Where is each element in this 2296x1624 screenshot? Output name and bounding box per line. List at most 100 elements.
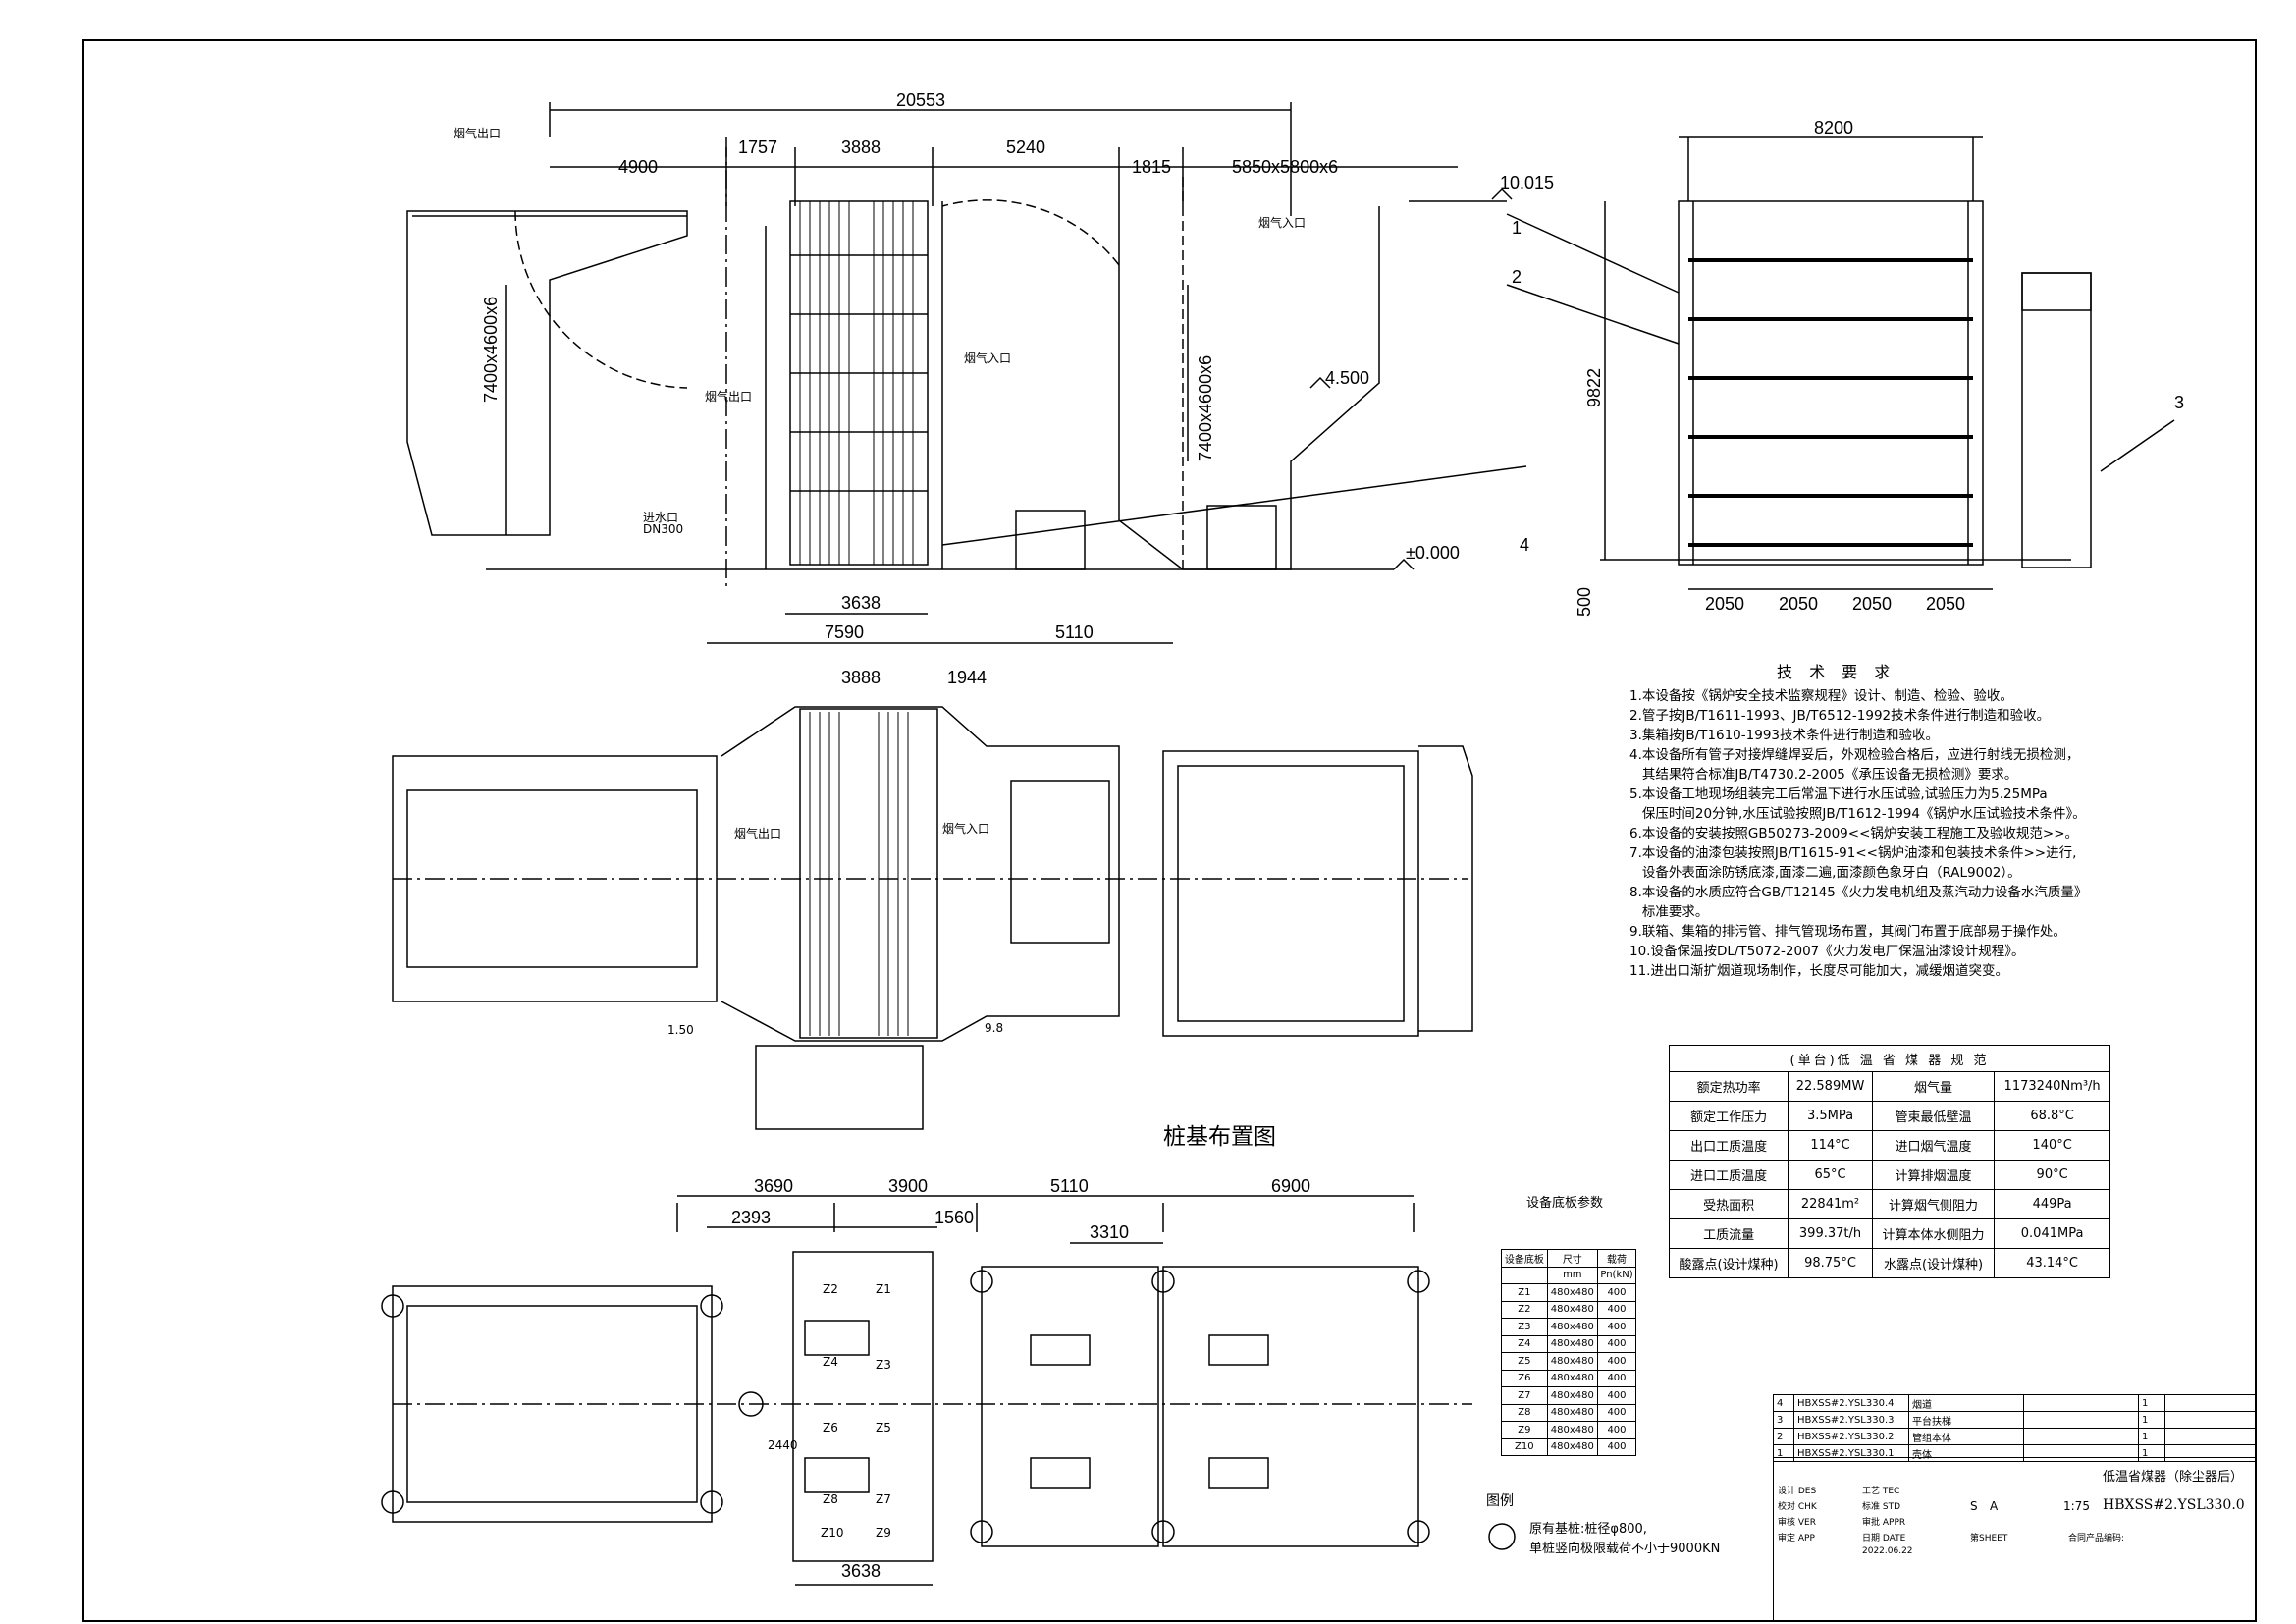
dim-duct-left: 7400x4600x6 <box>481 296 501 403</box>
tb-contract: 合同产品编码: <box>2068 1534 2125 1543</box>
dim-side-spacing-3: 2050 <box>1852 594 1893 614</box>
pile-z6: Z6 <box>823 1421 838 1435</box>
note-line: 保压时间20分钟,水压试验按照JB/T1612-1994《锅炉水压试验技术条件》… <box>1629 806 2086 822</box>
note-line: 6.本设备的安装按照GB50273-2009<<锅炉安装工程施工及验收规范>>。 <box>1629 826 2079 841</box>
base-table-title: 设备底板参数 <box>1526 1196 1604 1211</box>
plan-level-right: 9.8 <box>985 1021 1004 1035</box>
note-line: 5.本设备工地现场组装完工后常温下进行水压试验,试验压力为5.25MPa <box>1629 786 2048 802</box>
dim-side-spacing-4: 2050 <box>1926 594 1966 614</box>
note-line: 设备外表面涂防锈底漆,面漆二遍,面漆颜色象牙白（RAL9002）。 <box>1629 865 2021 881</box>
dim-bottom-7590: 7590 <box>825 623 865 642</box>
label-water-inlet: 进水口 <box>643 511 679 524</box>
legend-title: 图例 <box>1486 1493 1514 1509</box>
tb-sheet: 第SHEET <box>1970 1534 2008 1543</box>
dim-pile-6900: 6900 <box>1271 1176 1311 1196</box>
pile-z3: Z3 <box>876 1358 891 1372</box>
callout-1: 1 <box>1512 218 1522 238</box>
note-line: 标准要求。 <box>1629 904 1709 920</box>
label-flue-inlet: 烟气入口 <box>1258 216 1307 230</box>
tb-row-std: 标准 STD <box>1862 1502 1901 1512</box>
callout-4: 4 <box>1520 535 1530 555</box>
dim-side-spacing-1: 2050 <box>1705 594 1745 614</box>
note-line: 4.本设备所有管子对接焊缝焊妥后，外观检验合格后，应进行射线无损检测， <box>1629 747 2080 763</box>
title-block: 设计 DES 校对 CHK 审核 VER 审定 APP 工艺 TEC 标准 ST… <box>1773 1457 2257 1622</box>
note-line: 9.联箱、集箱的排污管、排气管现场布置，其阀门布置于底部易于操作处。 <box>1629 924 2066 940</box>
plan-label-flue-outlet: 烟气出口 <box>734 827 782 840</box>
tb-rev: A <box>1990 1499 1999 1513</box>
dim-plan-1944: 1944 <box>947 668 988 687</box>
pile-z8: Z8 <box>823 1492 838 1506</box>
plan-view <box>392 706 1473 1130</box>
dim-flue-inlet-width: 4900 <box>618 157 659 177</box>
tb-date: 2022.06.22 <box>1862 1546 1913 1556</box>
level-mid: 4.500 <box>1325 368 1370 388</box>
tb-drawing-no: HBXSS#2.YSL330.0 <box>2103 1497 2245 1513</box>
tb-row-appr: 审批 APPR <box>1862 1518 1906 1528</box>
dim-duct-size-top: 5850x5800x6 <box>1232 157 1339 177</box>
legend-text-1: 原有基桩:桩径φ800, <box>1529 1522 1647 1537</box>
note-line: 10.设备保温按DL/T5072-2007《火力发电厂保温油漆设计规程》。 <box>1629 944 2025 959</box>
tb-scale: 1:75 <box>2063 1499 2090 1513</box>
elevation-view <box>406 102 1527 644</box>
tb-title: 低温省煤器（除尘器后） <box>2103 1470 2244 1485</box>
tb-row-date: 日期 DATE <box>1862 1534 1906 1543</box>
tb-row-check: 校对 CHK <box>1778 1502 1817 1512</box>
dim-core-width: 3888 <box>841 137 881 157</box>
legend-text-2: 单桩竖向极限载荷不小于9000KN <box>1529 1542 1721 1556</box>
level-top: 10.015 <box>1500 173 1555 192</box>
note-line: 其结果符合标准JB/T4730.2-2005《承压设备无损检测》要求。 <box>1629 767 2018 783</box>
dim-duct-right: 7400x4600x6 <box>1196 354 1215 461</box>
pile-z7: Z7 <box>876 1492 891 1506</box>
dim-side-height: 9822 <box>1584 367 1604 407</box>
dim-1757: 1757 <box>738 137 778 157</box>
dim-1815: 1815 <box>1132 157 1172 177</box>
side-view <box>1506 136 2175 590</box>
note-line: 3.集箱按JB/T1610-1993技术条件进行制造和验收。 <box>1629 728 1940 743</box>
note-line: 7.本设备的油漆包装按照JB/T1615-91<<锅炉油漆和包装技术条件>>进行… <box>1629 845 2077 861</box>
note-line: 11.进出口渐扩烟道现场制作，长度尽可能加大，减缓烟道突变。 <box>1629 963 2008 979</box>
callout-3: 3 <box>2174 393 2185 412</box>
callout-2: 2 <box>1512 267 1522 287</box>
label-flue-outlet: 烟气出口 <box>454 127 502 140</box>
level-zero: ±0.000 <box>1406 543 1460 563</box>
note-line: 1.本设备按《锅炉安全技术监察规程》设计、制造、检验、验收。 <box>1629 688 2013 704</box>
dim-pile-bottom: 3638 <box>841 1561 881 1581</box>
pile-title: 桩基布置图 <box>1163 1124 1276 1150</box>
notes-title: 技 术 要 求 <box>1777 663 1896 681</box>
tb-row-tech: 工艺 TEC <box>1862 1487 1900 1496</box>
dim-side-spacing-2: 2050 <box>1779 594 1819 614</box>
label-flue-inlet-2: 烟气入口 <box>964 352 1012 365</box>
pile-z10: Z10 <box>821 1526 844 1540</box>
dim-pile-3900: 3900 <box>888 1176 929 1196</box>
tb-stage: S <box>1970 1499 1978 1513</box>
dim-bottom-3638: 3638 <box>841 593 881 613</box>
pile-z1: Z1 <box>876 1282 891 1296</box>
dim-bottom-5110: 5110 <box>1055 623 1094 642</box>
dim-pile-2440: 2440 <box>768 1438 798 1452</box>
dim-side-width: 8200 <box>1814 118 1854 137</box>
dim-pile-3690: 3690 <box>754 1176 794 1196</box>
drawing-border <box>82 39 2257 1622</box>
note-line: 2.管子按JB/T1611-1993、JB/T6512-1992技术条件进行制造… <box>1629 708 2051 724</box>
